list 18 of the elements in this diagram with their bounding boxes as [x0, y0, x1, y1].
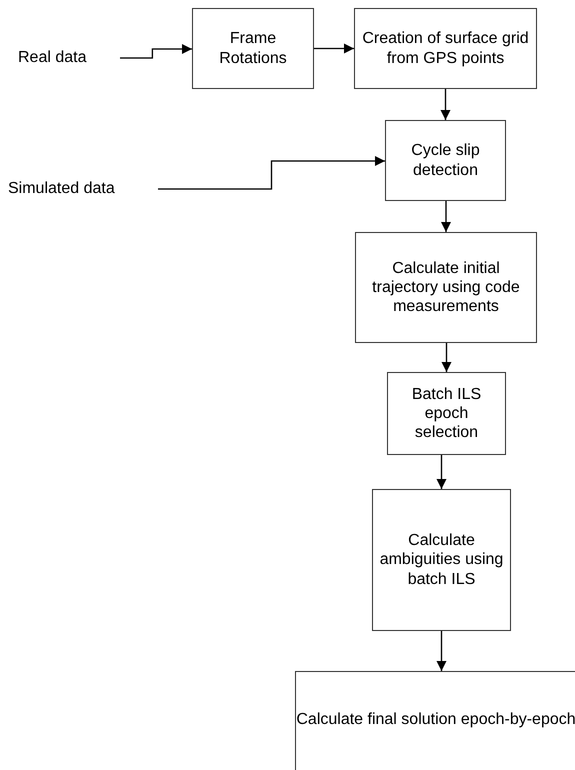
input-label: Real data — [18, 46, 114, 70]
arrow — [120, 44, 192, 59]
process-box: Cycle slip detection — [385, 120, 506, 201]
process-box: Calculate initial trajectory using code measurements — [355, 232, 537, 343]
process-box: Frame Rotations — [192, 8, 314, 89]
process-box — [295, 671, 575, 770]
arrow — [436, 631, 446, 671]
input-label: Simulated data — [8, 177, 152, 201]
process-text: Calculate final solution epoch-by-epoch — [296, 710, 575, 730]
arrow — [441, 201, 451, 232]
process-box: Creation of surface grid from GPS points — [354, 8, 537, 89]
arrow — [442, 343, 452, 372]
arrow — [158, 156, 385, 190]
arrow — [314, 44, 354, 54]
process-box: Batch ILS epoch selection — [387, 372, 506, 455]
arrow — [436, 455, 446, 489]
arrow — [440, 89, 450, 120]
process-box: Calculate ambiguities using batch ILS — [372, 489, 511, 631]
